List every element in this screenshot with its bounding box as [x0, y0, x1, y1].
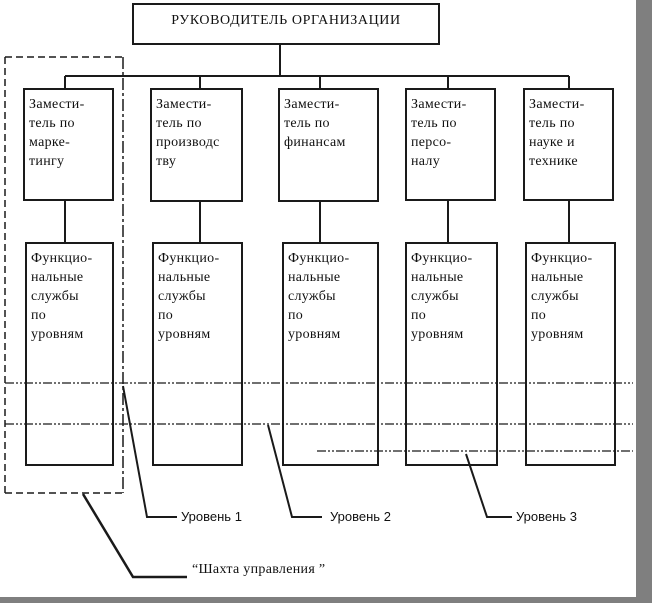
right-gutter [636, 0, 652, 603]
deputy-box-marketing: Замести- тель по марке- тингу [23, 88, 114, 201]
functional-services-box-5: Функцио- нальные службы по уровням [525, 242, 616, 466]
functional-services-box-1: Функцио- нальные службы по уровням [25, 242, 114, 466]
level-2-label: Уровень 2 [330, 509, 391, 524]
level-1-label: Уровень 1 [181, 509, 242, 524]
functional-services-box-3: Функцио- нальные службы по уровням [282, 242, 379, 466]
organization-head-box: РУКОВОДИТЕЛЬ ОРГАНИЗАЦИИ [132, 3, 440, 45]
deputy-box-finance: Замести- тель по финансам [278, 88, 379, 202]
bottom-gutter [0, 597, 652, 603]
functional-services-box-2: Функцио- нальные службы по уровням [152, 242, 243, 466]
organization-head-label: РУКОВОДИТЕЛЬ ОРГАНИЗАЦИИ [171, 13, 401, 28]
level-3-label: Уровень 3 [516, 509, 577, 524]
functional-stub-lines [64, 199, 570, 244]
deputy-box-personnel: Замести- тель по персо- налу [405, 88, 496, 201]
deputy-box-production: Замести- тель по производс тву [150, 88, 243, 202]
shaft-callout-line [81, 493, 187, 579]
deputy-box-science: Замести- тель по науке и технике [523, 88, 614, 201]
functional-services-box-4: Функцио- нальные службы по уровням [405, 242, 498, 466]
management-shaft-label: “Шахта управления ” [192, 562, 326, 577]
